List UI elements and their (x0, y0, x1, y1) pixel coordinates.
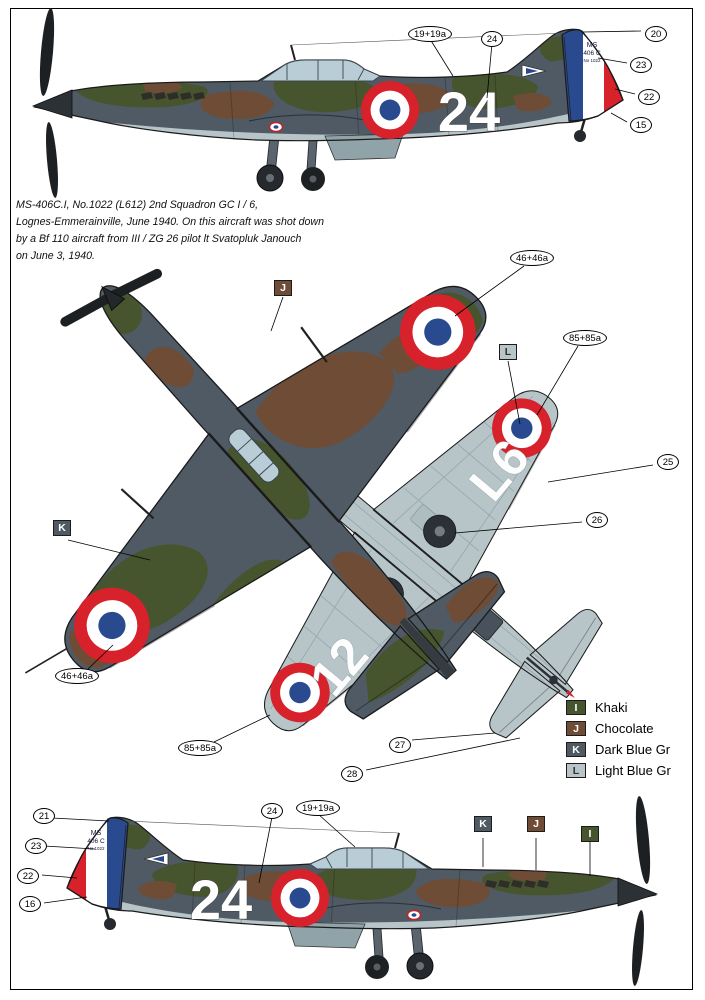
legend-label: Khaki (595, 700, 628, 715)
caption-line: MS-406C.I, No.1022 (L612) 2nd Squadron G… (16, 199, 259, 211)
legend-row-khaki: I Khaki (566, 700, 671, 715)
caption-line: Lognes-Emmerainville, June 1940. On this… (16, 216, 324, 229)
color-chip-L: L (499, 344, 517, 360)
fuselage-code: 24 (190, 868, 252, 931)
caption-line: by a Bf 110 aircraft from III / ZG 26 pi… (16, 233, 302, 246)
color-chip-J: J (274, 280, 292, 296)
caption-line: on June 3, 1940. (16, 250, 95, 263)
callout-46-46a: 46+46a (510, 250, 554, 266)
tail-text-line1: MS (587, 42, 598, 49)
propeller (60, 268, 163, 327)
callout-23: 23 (25, 838, 47, 854)
plan-leader-lines (67, 265, 654, 771)
legend-chip-K: K (566, 742, 586, 757)
tail-text-line3: No 1022 (87, 846, 105, 851)
bottom-profile-leader-lines (41, 813, 356, 904)
callout-25: 25 (657, 454, 679, 470)
callout-27: 27 (389, 737, 411, 753)
legend-chip-L: L (566, 763, 586, 778)
legend-row-chocolate: J Chocolate (566, 721, 671, 736)
callout-46-46a: 46+46a (55, 668, 99, 684)
side-profile-top-illustration: 24 MS 406 C No 1022 (25, 10, 665, 202)
color-legend: I Khaki J Chocolate K Dark Blue Gr L Lig… (566, 700, 671, 784)
page-border (10, 8, 693, 990)
tail-text-line2: 406 C (87, 838, 105, 845)
legend-label: Dark Blue Gr (595, 742, 671, 757)
callout-85-85a: 85+85a (563, 330, 607, 346)
legend-label: Light Blue Gr (595, 763, 671, 778)
fin-top (399, 617, 456, 679)
callout-24: 24 (481, 31, 503, 47)
callout-20: 20 (645, 26, 667, 42)
rudder-tip (565, 689, 575, 699)
callout-23: 23 (630, 57, 652, 73)
legend-chip-J: J (566, 721, 586, 736)
legend-row-dark-blue-grey: K Dark Blue Gr (566, 742, 671, 757)
callout-28: 28 (341, 766, 363, 782)
fuselage-code: 24 (438, 80, 500, 143)
fin-edge (525, 656, 570, 694)
callout-21: 21 (33, 808, 55, 824)
pitot-tube (24, 647, 68, 674)
callout-22: 22 (638, 89, 660, 105)
color-chip-I: I (581, 826, 599, 842)
callout-85-85a: 85+85a (178, 740, 222, 756)
color-chip-J: J (527, 816, 545, 832)
tail-text-line2: 406 C (583, 50, 601, 57)
caption-text: MS-406C.I, No.1022 (L612) 2nd Squadron G… (16, 197, 324, 266)
side-profile-bottom-illustration: 24 MS 406 C No 1022 (25, 798, 665, 993)
color-chip-K: K (474, 816, 492, 832)
callout-16: 16 (19, 896, 41, 912)
callout-24: 24 (261, 803, 283, 819)
callout-26: 26 (586, 512, 608, 528)
callout-19-19a: 19+19a (408, 26, 452, 42)
legend-label: Chocolate (595, 721, 654, 736)
callout-15: 15 (630, 117, 652, 133)
legend-chip-I: I (566, 700, 586, 715)
callout-19-19a: 19+19a (296, 800, 340, 816)
top-profile-leader-lines (429, 30, 642, 123)
legend-row-light-blue-grey: L Light Blue Gr (566, 763, 671, 778)
color-chip-K: K (53, 520, 71, 536)
callout-22: 22 (17, 868, 39, 884)
tail-text-line1: MS (91, 830, 102, 837)
tail-text-line3: No 1022 (583, 58, 601, 63)
tailwheel (549, 675, 558, 685)
chip-pole-lines (482, 838, 591, 876)
gun-barrels (120, 326, 328, 520)
